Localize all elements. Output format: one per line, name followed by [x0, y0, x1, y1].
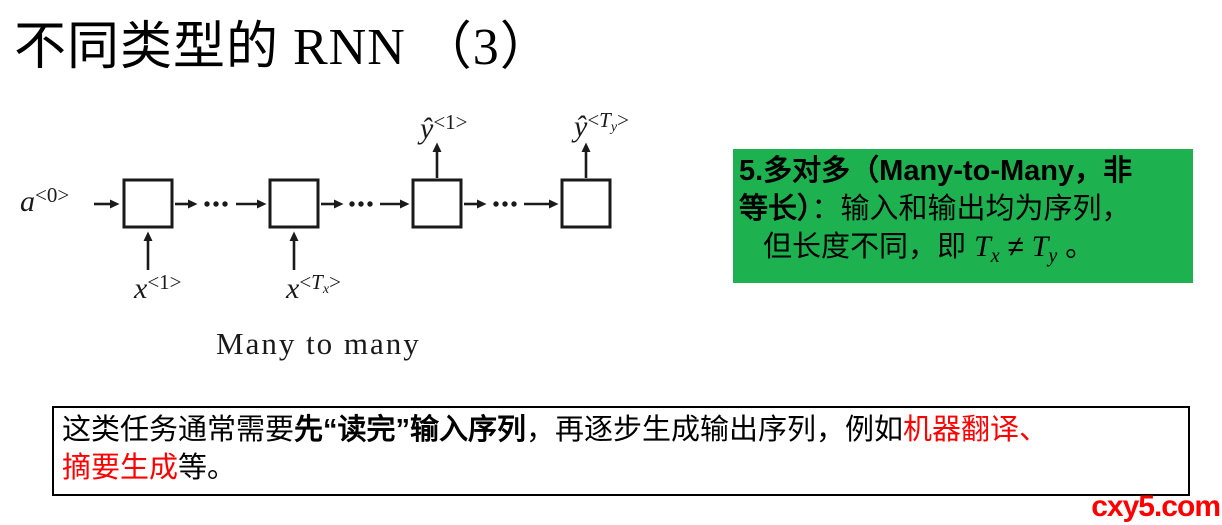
- green-line-2: 等长）：输入和输出均为序列，: [739, 193, 1131, 225]
- math-Ty: Ty: [1031, 230, 1058, 267]
- rnn-many-to-many-diagram: [94, 142, 612, 270]
- ellipsis-dots: [204, 201, 517, 207]
- math-Tx: Tx: [974, 230, 1000, 267]
- note-line-1: 这类任务通常需要先“读完”输入序列，再逐步生成输出序列，例如机器翻译、: [62, 414, 1049, 446]
- green-line-1: 5.多对多（Many-to-Many，非: [739, 155, 1133, 187]
- label-yhat1: ŷ<1>: [420, 110, 468, 145]
- green-callout-box: 5.多对多（Many-to-Many，非 等长）：输入和输出均为序列， 但长度不…: [733, 149, 1193, 283]
- diagram-caption: Many to many: [216, 326, 421, 361]
- label-xTx: x<Tx>: [286, 270, 341, 305]
- label-yhatTy: ŷ<Ty>: [574, 108, 629, 143]
- input-arrows: [143, 231, 299, 270]
- label-a0: a<0>: [20, 183, 70, 218]
- bottom-note-box: 这类任务通常需要先“读完”输入序列，再逐步生成输出序列，例如机器翻译、 摘要生成…: [52, 406, 1190, 496]
- label-x1: x<1>: [134, 270, 182, 305]
- rnn-cell-boxes: [122, 178, 612, 229]
- slide-title: 不同类型的 RNN （3）: [14, 19, 553, 76]
- green-line-3: 但长度不同，即 Tx ≠ Ty 。: [763, 230, 1095, 267]
- note-line-2: 摘要生成等。: [62, 452, 237, 484]
- watermark: cxy5.com: [1091, 490, 1221, 523]
- output-arrows: [432, 142, 591, 178]
